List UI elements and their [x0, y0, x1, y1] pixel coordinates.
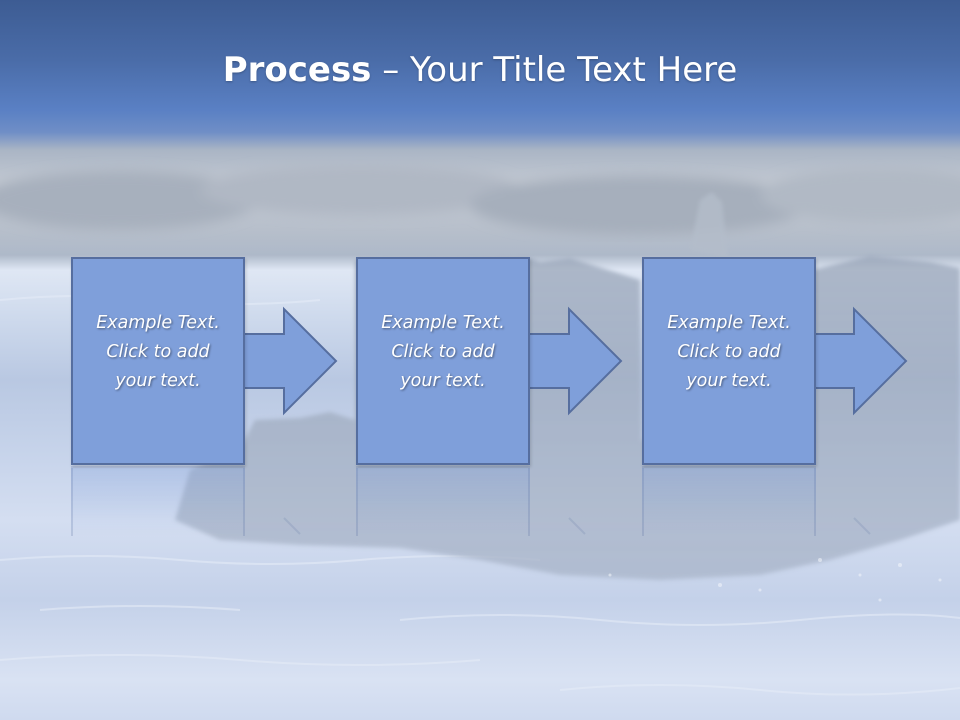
step-2-line-3: your text.	[400, 370, 486, 391]
step-text-3[interactable]: Example Text. Click to add your text.	[654, 309, 804, 396]
step-1-line-2: Click to add	[106, 341, 210, 362]
step-box-1-reflection	[71, 466, 245, 536]
arrow-2-reflection	[568, 517, 586, 535]
step-box-2[interactable]: Example Text. Click to add your text.	[356, 257, 530, 465]
title-rest: – Your Title Text Here	[371, 50, 738, 90]
water-sparkles	[608, 558, 942, 602]
step-2-line-2: Click to add	[391, 341, 495, 362]
distant-shore	[0, 164, 960, 235]
arrow-1-reflection	[283, 517, 301, 535]
step-text-1[interactable]: Example Text. Click to add your text.	[83, 309, 233, 396]
arrow-3-reflection	[853, 517, 871, 535]
water-ripples	[0, 295, 960, 696]
step-2-line-1: Example Text.	[381, 312, 505, 333]
step-3-line-1: Example Text.	[667, 312, 791, 333]
step-3-line-3: your text.	[686, 370, 772, 391]
step-text-2[interactable]: Example Text. Click to add your text.	[368, 309, 518, 396]
step-box-3-reflection	[642, 466, 816, 536]
step-3-line-2: Click to add	[677, 341, 781, 362]
arrow-1	[243, 306, 338, 416]
title-bold: Process	[222, 50, 372, 90]
step-box-1[interactable]: Example Text. Click to add your text.	[71, 257, 245, 465]
slide-title[interactable]: Process – Your Title Text Here	[0, 50, 960, 90]
arrow-2	[528, 306, 623, 416]
step-box-2-reflection	[356, 466, 530, 536]
step-1-line-1: Example Text.	[96, 312, 220, 333]
step-box-3[interactable]: Example Text. Click to add your text.	[642, 257, 816, 465]
step-1-line-3: your text.	[115, 370, 201, 391]
arrow-3	[813, 306, 908, 416]
